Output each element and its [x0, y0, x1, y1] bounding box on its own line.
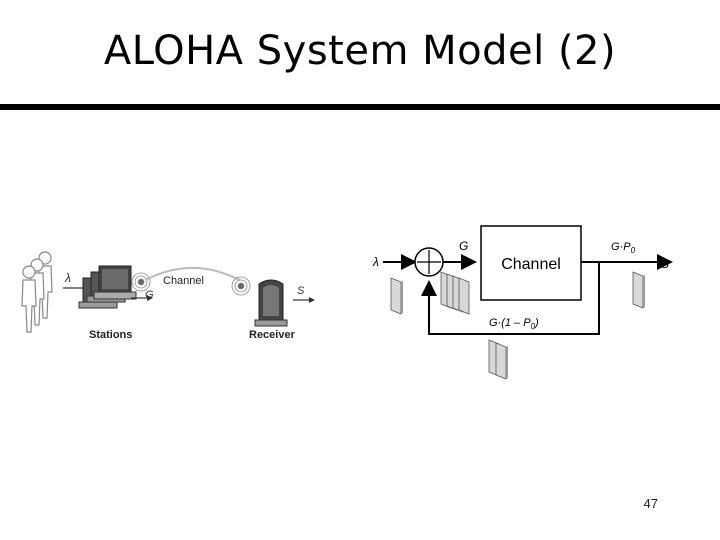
arrival-rate-label: λ — [64, 271, 71, 285]
throughput-arrowhead — [309, 297, 315, 303]
offered-load-label: G — [145, 289, 154, 301]
success-rate-label: G·P0 — [611, 241, 636, 255]
receiver-label: Receiver — [249, 329, 296, 341]
input-packets-icon — [390, 277, 403, 315]
right-throughput-label: S — [661, 257, 669, 271]
receiver-icon — [254, 279, 288, 327]
output-packets-icon — [632, 271, 645, 309]
right-channel-label: Channel — [501, 256, 561, 273]
left-channel-label: Channel — [163, 275, 204, 287]
slide-title: ALOHA System Model (2) — [103, 28, 617, 74]
channel-link — [144, 266, 241, 281]
title-divider — [0, 104, 720, 110]
users-icon — [21, 251, 53, 333]
input-lambda-label: λ — [372, 255, 379, 269]
page-number: 47 — [643, 496, 658, 511]
feedback-packets-icon — [488, 339, 508, 380]
laptop-stations-icon — [78, 265, 137, 309]
collision-rate-label: G·(1 – P0) — [489, 317, 539, 331]
receiver-antenna-icon — [231, 276, 251, 296]
stations-receiver-illustration: λ G Channel — [21, 251, 315, 341]
stations-label: Stations — [89, 329, 132, 341]
feedback-line — [421, 262, 600, 335]
left-throughput-label: S — [297, 285, 305, 297]
station-antenna-icon — [131, 272, 151, 292]
summing-junction — [414, 247, 444, 277]
offered-load-arrowhead — [147, 295, 153, 301]
right-offered-load-label: G — [459, 239, 468, 253]
channel-packets-icon — [440, 271, 470, 315]
channel-box — [480, 225, 582, 301]
channel-block-diagram: λ G Channel G·P0 S G·(1 – P0) — [372, 225, 673, 380]
